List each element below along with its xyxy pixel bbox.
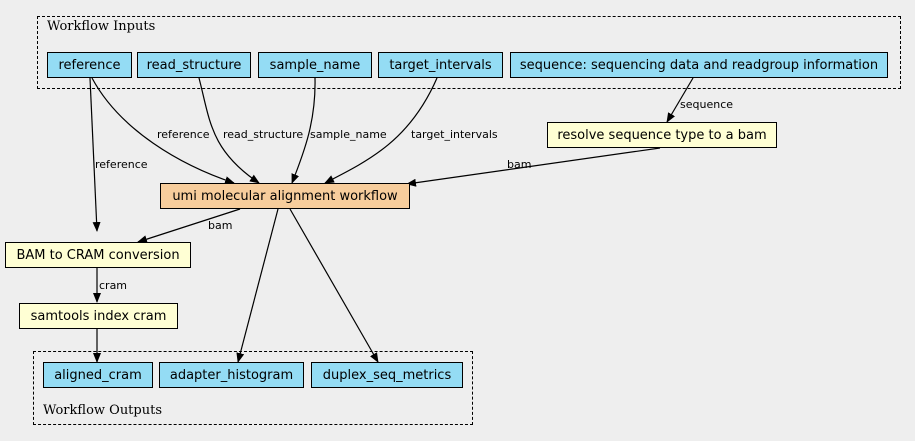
edge-reference-to-umi: [91, 77, 235, 184]
edge-label-read-structure: read_structure: [223, 128, 304, 141]
output-duplex-seq-metrics[interactable]: duplex_seq_metrics: [311, 362, 463, 388]
edge-label-sample-name: sample_name: [310, 128, 387, 141]
edge-sequence-to-resolve: [666, 77, 694, 123]
input-target-intervals[interactable]: target_intervals: [378, 52, 503, 78]
input-sample-name[interactable]: sample_name: [258, 52, 372, 78]
step-samtools-index[interactable]: samtools index cram: [19, 303, 178, 329]
edge-label-sequence: sequence: [680, 98, 734, 111]
workflow-outputs-title: Workflow Outputs: [43, 403, 162, 418]
output-adapter-histogram[interactable]: adapter_histogram: [159, 362, 304, 388]
edge-umi-to-bam-to-cram: [137, 208, 241, 244]
edge-umi-to-adapter-histogram: [236, 208, 279, 363]
step-bam-to-cram[interactable]: BAM to CRAM conversion: [5, 242, 191, 268]
edge-read-structure-to-umi: [198, 77, 260, 184]
workflow-inputs-cluster: [37, 16, 901, 89]
input-sequence[interactable]: sequence: sequencing data and readgroup …: [510, 52, 888, 78]
edge-umi-to-duplex-seq-metrics: [289, 208, 379, 363]
edge-reference-to-bam-to-cram: [89, 77, 101, 232]
edge-target-intervals-to-umi: [324, 77, 438, 184]
edge-label-bam-b: bam: [208, 219, 233, 232]
edge-resolve-to-umi: [406, 147, 661, 187]
edge-label-cram: cram: [99, 279, 128, 292]
edge-label-reference-b: reference: [95, 158, 148, 171]
step-resolve-sequence[interactable]: resolve sequence type to a bam: [547, 122, 777, 148]
edge-label-reference-a: reference: [157, 128, 210, 141]
edge-label-bam-a: bam: [507, 158, 532, 171]
input-read-structure[interactable]: read_structure: [137, 52, 251, 78]
edge-sample-name-to-umi: [291, 77, 316, 184]
step-umi-alignment-workflow[interactable]: umi molecular alignment workflow: [160, 183, 410, 209]
edge-label-target-intervals: target_intervals: [411, 128, 498, 141]
workflow-inputs-title: Workflow Inputs: [47, 19, 156, 34]
output-aligned-cram[interactable]: aligned_cram: [43, 362, 153, 388]
workflow-outputs-cluster: [33, 351, 473, 425]
input-reference[interactable]: reference: [47, 52, 132, 78]
